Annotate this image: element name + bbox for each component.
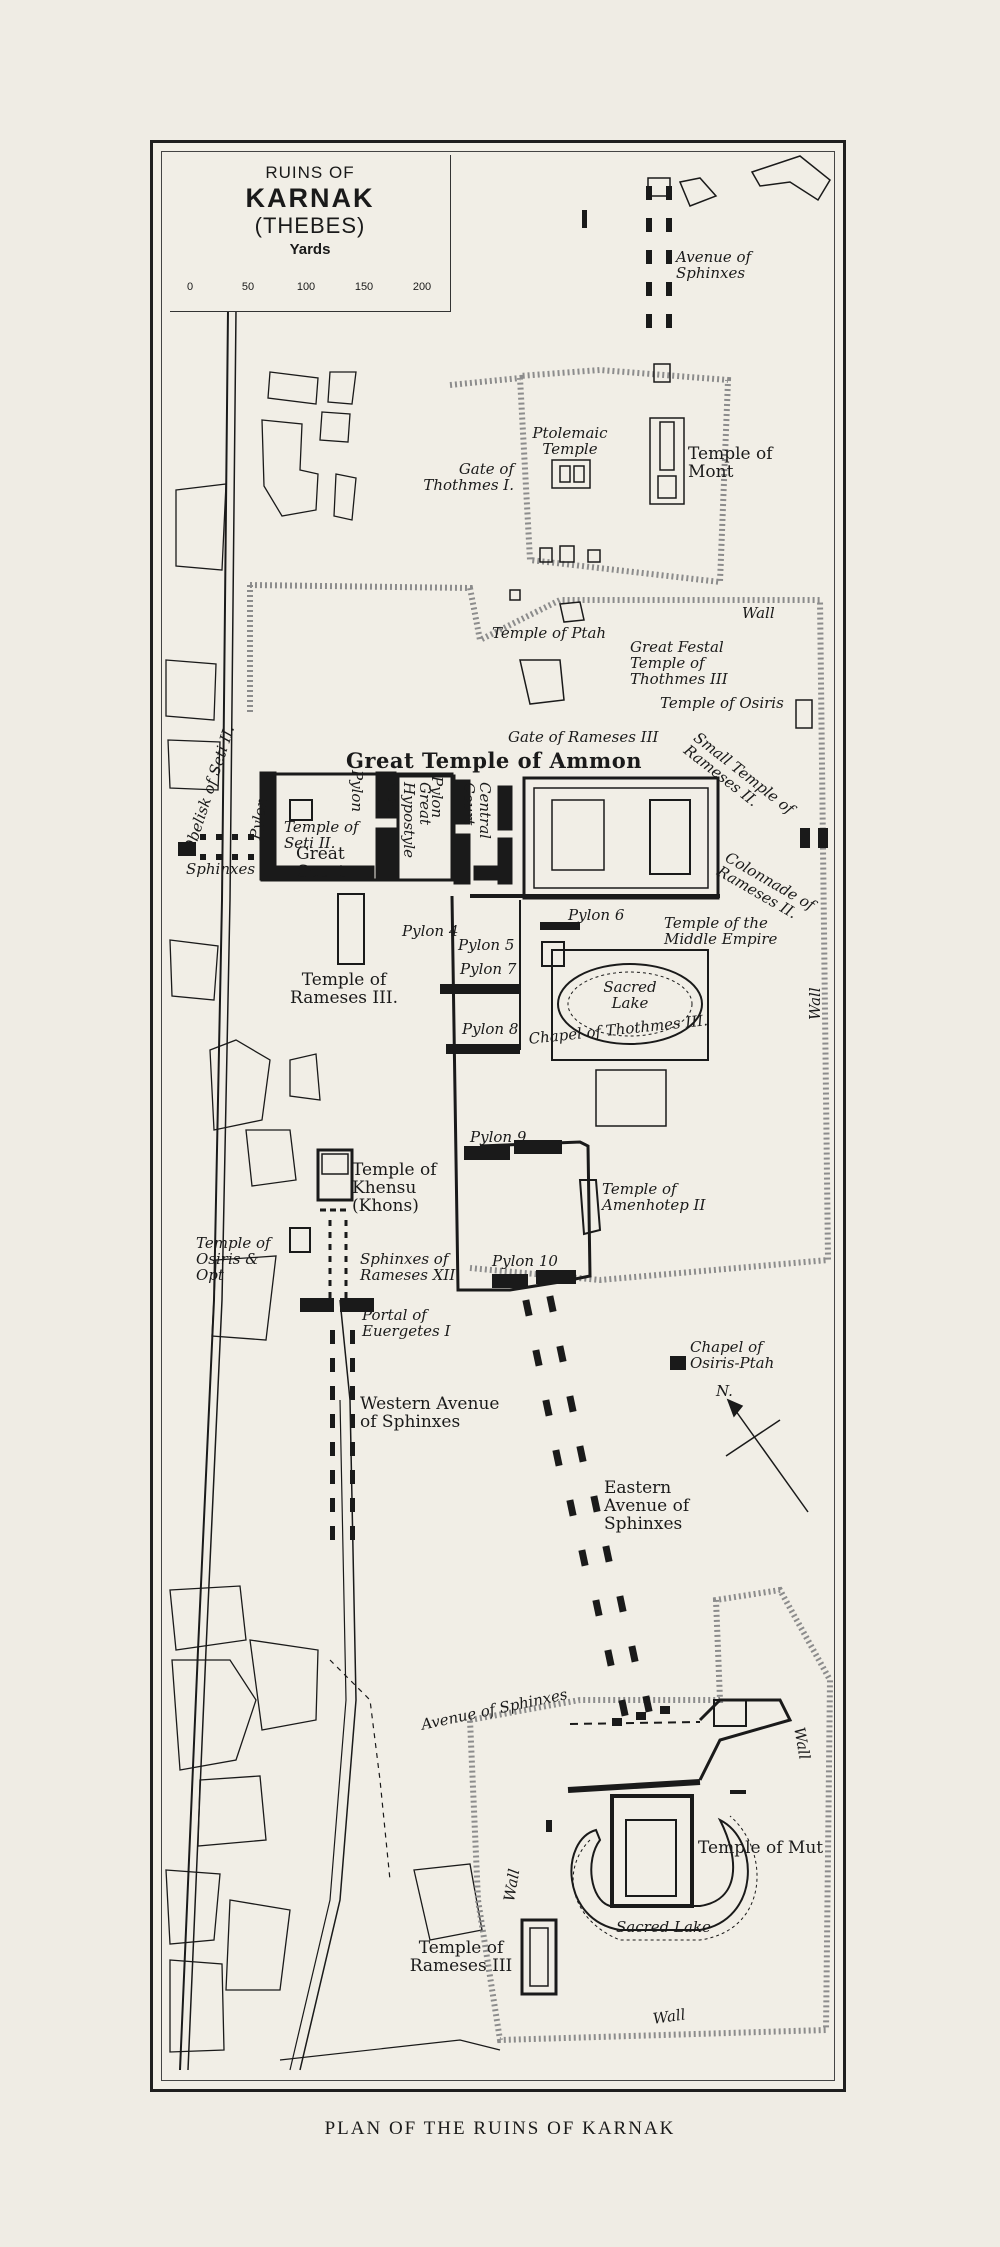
label-pylon-7: Pylon 7 — [460, 960, 517, 978]
scale-unit: Yards — [289, 241, 331, 258]
label-temple-of-mont: Temple of Mont — [688, 444, 773, 482]
map-caption: PLAN OF THE RUINS OF KARNAK — [324, 2118, 676, 2139]
label-western-avenue: Western Avenue of Sphinxes — [360, 1394, 500, 1432]
chapel-osiris-ptah — [670, 1356, 686, 1370]
great-temple-of-ammon — [259, 771, 513, 885]
label-pylon-8: Pylon 8 — [462, 1020, 519, 1038]
road-to-mut — [279, 2039, 501, 2061]
southern-road — [299, 1299, 357, 2071]
label-great-temple-of-ammon: Great Temple of Ammon — [346, 748, 642, 773]
label-eastern-avenue: Eastern Avenue of Sphinxes — [604, 1478, 690, 1534]
montu-enclosure-wall — [449, 366, 732, 586]
scale-tick: 100 — [296, 281, 316, 293]
title-line-1: RUINS OF — [265, 163, 355, 182]
label-wall-north: Wall — [742, 604, 775, 622]
scale-tick: 200 — [412, 281, 432, 293]
western-avenue-sphinxes — [330, 1330, 355, 1540]
temple-of-amenhotep — [578, 1179, 602, 1236]
label-north-arrow: N. — [716, 1382, 733, 1400]
label-chapel-osiris-ptah: Chapel of Osiris-Ptah — [690, 1338, 775, 1372]
title-line-2: KARNAK — [245, 183, 375, 213]
label-pylon-10: Pylon 10 — [492, 1252, 558, 1270]
village-blocks-north — [175, 371, 357, 571]
label-temple-of-khensu: Temple of Khensu (Khons) — [352, 1160, 437, 1216]
label-temple-of-rameses-iii-north: Temple of Rameses III. — [290, 970, 398, 1008]
lake-building — [595, 1069, 667, 1127]
sacred-lake-north — [557, 963, 703, 1045]
village-blocks-south — [165, 1585, 483, 2053]
obelisk-and-west-sphinxes — [178, 828, 828, 860]
temple-osiris-opt — [289, 1227, 311, 1253]
label-temple-of-ptah: Temple of Ptah — [492, 624, 607, 642]
title-line-3: (THEBES) — [254, 213, 366, 238]
temple-rameses-iii-south — [520, 1918, 558, 1996]
label-great-court: Great Court — [296, 844, 346, 882]
temple-of-osiris — [795, 699, 813, 729]
north-arrow — [725, 1398, 809, 1513]
label-pylon-1: Pylon — [348, 770, 366, 813]
map-frame — [150, 140, 846, 2092]
sacred-lake-south — [570, 1817, 749, 1931]
temple-of-ptah — [559, 601, 585, 623]
north-avenue-sphinxes — [582, 186, 672, 328]
mut-enclosure-wall — [466, 1586, 834, 2044]
temple-of-khensu — [289, 1148, 354, 1300]
inner-temple-outline — [522, 776, 720, 900]
label-temple-of-amenhotep: Temple of Amenhotep II — [602, 1180, 706, 1214]
scale-tick: 50 — [241, 281, 255, 293]
ne-ruin-2 — [750, 155, 831, 202]
pylon-9-10 — [464, 1140, 576, 1288]
label-avenue-of-sphinxes-north: Avenue of Sphinxes — [676, 248, 752, 282]
southern-road-2 — [289, 1399, 347, 2071]
label-pylon-4: Pylon 4 — [402, 922, 459, 940]
eastern-avenue-sphinxes — [522, 1295, 653, 1717]
dashed-road — [329, 1659, 391, 1881]
north-gate — [647, 177, 671, 197]
label-temple-of-osiris: Temple of Osiris — [660, 694, 784, 712]
label-temple-of-mut: Temple of Mut — [698, 1838, 824, 1858]
label-pylon-6: Pylon 6 — [568, 906, 625, 924]
label-gate-of-rameses-iii: Gate of Rameses III — [508, 728, 659, 746]
scale-tick: 150 — [354, 281, 374, 293]
label-wall-east: Wall — [806, 987, 824, 1020]
southern-pylons — [440, 922, 580, 1054]
portal-of-euergetes — [300, 1298, 334, 1312]
label-central-court: Central Court — [460, 782, 494, 839]
sacred-lake-north-frame — [551, 949, 709, 1061]
label-temple-middle-empire: Temple of the Middle Empire — [664, 914, 778, 948]
label-temple-of-osiris-opt: Temple of Osiris & Opt — [196, 1234, 271, 1284]
temple-of-mut-complex — [520, 1698, 793, 1996]
label-temple-of-seti: Temple of Seti II. — [284, 818, 359, 852]
label-portal-of-euergetes: Portal of Euergetes I — [362, 1306, 451, 1340]
label-gate-of-thothmes: Gate of Thothmes I. — [423, 460, 514, 494]
label-pylon-5: Pylon 5 — [458, 936, 515, 954]
label-sphinxes-west: Sphinxes — [186, 860, 256, 878]
label-temple-of-rameses-iii-south: Temple of Rameses III — [409, 1938, 513, 1976]
mont-gate — [653, 363, 671, 383]
label-pylon-9: Pylon 9 — [470, 1128, 527, 1146]
title-cartouche: RUINS OF KARNAK (THEBES) Yards 0 50 100 … — [170, 155, 451, 312]
hypostyle-outline — [396, 774, 456, 882]
label-sphinxes-rameses-xii: Sphinxes of Rameses XII. — [360, 1250, 461, 1284]
western-road-line-2 — [187, 309, 237, 2071]
temple-of-mont — [649, 417, 685, 505]
ne-ruin — [678, 177, 718, 207]
village-blocks-west — [165, 659, 321, 1341]
label-sacred-lake-north: Sacred Lake — [603, 978, 657, 1012]
ptolemaic-temple — [551, 459, 591, 489]
label-ptolemaic-temple: Ptolemaic Temple — [532, 424, 608, 458]
label-great-festal-temple: Great Festal Temple of Thothmes III — [630, 638, 728, 688]
scale-tick: 0 — [186, 281, 194, 293]
festal-ruin — [519, 659, 565, 705]
label-sacred-lake-south: Sacred Lake — [616, 1918, 711, 1936]
label-great-hypostyle-hall: Great Hypostyle Hall — [384, 782, 435, 859]
great-court-outline — [260, 772, 454, 882]
western-road-line — [179, 309, 229, 2071]
